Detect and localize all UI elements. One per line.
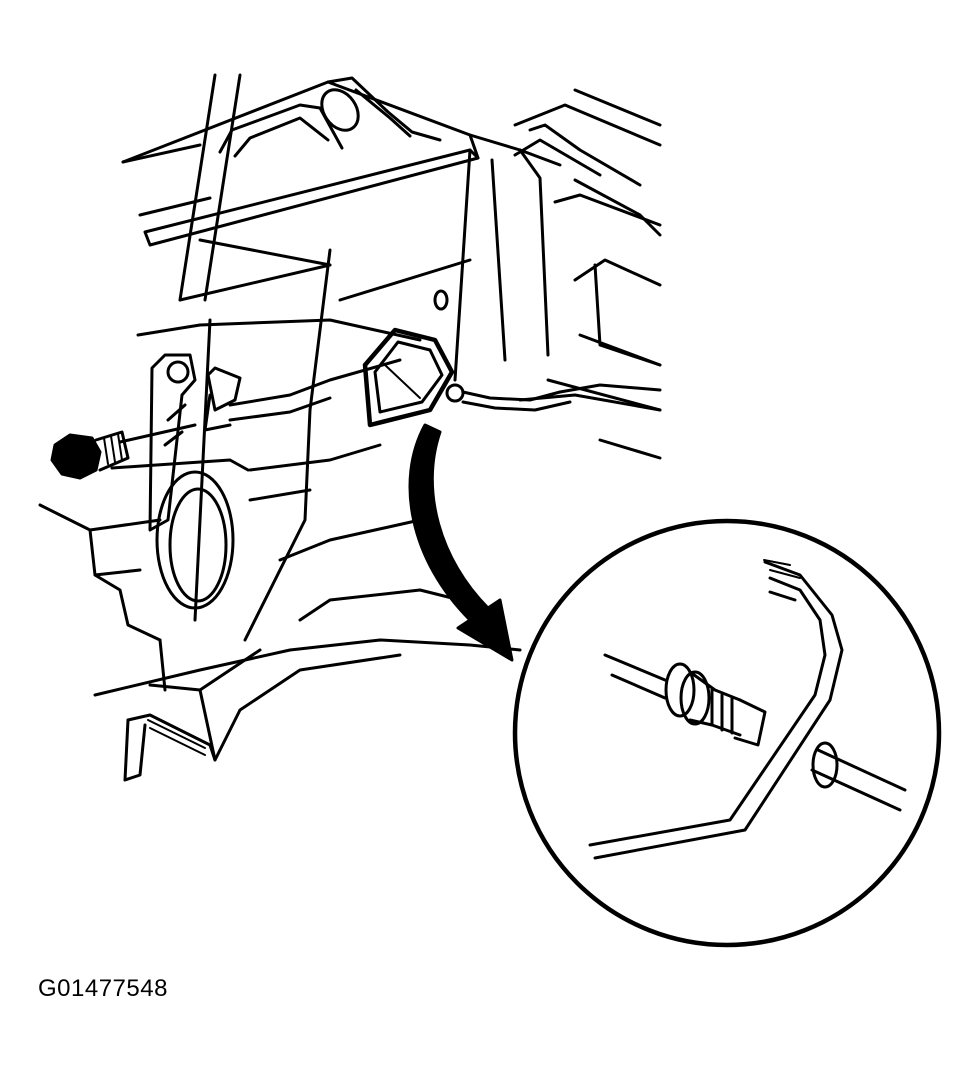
- figure-id-label: G01477548: [38, 975, 168, 1002]
- cable-grommet: [362, 327, 662, 428]
- center-firewall-panel: [338, 123, 662, 382]
- hinge-bracket: [148, 353, 402, 532]
- left-pillar: [178, 73, 332, 642]
- callout-arrow-icon: [408, 423, 514, 662]
- detail-magnifier-icon: [512, 518, 942, 948]
- bolt-icon: [50, 423, 250, 480]
- upper-frame-rail: [121, 76, 562, 247]
- lower-body-wheelwell: [38, 318, 522, 782]
- right-side-panel: [513, 88, 662, 460]
